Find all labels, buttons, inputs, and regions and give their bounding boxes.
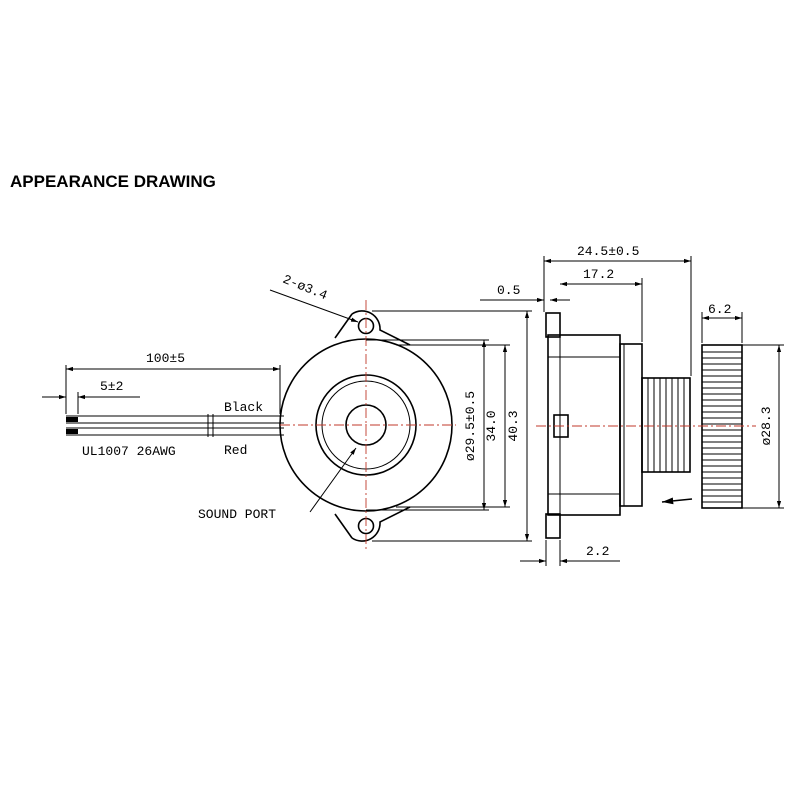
holes-label: 2-ø3.4 bbox=[281, 272, 330, 304]
dim-40-3-label: 40.3 bbox=[506, 410, 521, 441]
dim-dia-29-5-label: ø29.5±0.5 bbox=[463, 391, 478, 461]
side-dimensions: 24.5±0.5 17.2 0.5 6.2 ø28.3 2.2 bbox=[480, 244, 784, 566]
side-main-body bbox=[547, 334, 621, 516]
dim-6-2-label: 6.2 bbox=[708, 302, 731, 317]
dim-2-2-label: 2.2 bbox=[586, 544, 609, 559]
wire-end-black bbox=[66, 417, 78, 422]
wire-black-label: Black bbox=[224, 400, 263, 415]
sound-port-label: SOUND PORT bbox=[198, 507, 276, 522]
dim-34-0-label: 34.0 bbox=[484, 410, 499, 441]
lead-wires: Black Red UL1007 26AWG 100±5 5±2 bbox=[42, 351, 284, 459]
wire-red-label: Red bbox=[224, 443, 247, 458]
strip-length-label: 5±2 bbox=[100, 379, 123, 394]
dim-17-2-label: 17.2 bbox=[583, 267, 614, 282]
dim-0-5-label: 0.5 bbox=[497, 283, 520, 298]
side-knurled-nut bbox=[701, 344, 743, 509]
dim-24-5-label: 24.5±0.5 bbox=[577, 244, 639, 259]
drawing-title: APPEARANCE DRAWING bbox=[10, 172, 216, 191]
side-flange-tab-top bbox=[545, 312, 561, 338]
front-dimensions: 40.3 34.0 ø29.5±0.5 bbox=[366, 310, 532, 542]
side-view bbox=[536, 312, 756, 539]
lead-length-label: 100±5 bbox=[146, 351, 185, 366]
side-rim bbox=[619, 343, 643, 507]
mounting-flange bbox=[334, 310, 411, 542]
side-flange-tab-bottom bbox=[545, 513, 561, 539]
wire-spec-label: UL1007 26AWG bbox=[82, 444, 176, 459]
holes-leader bbox=[269, 289, 359, 323]
assembly-arrow-icon bbox=[661, 497, 693, 505]
dim-dia-28-3-label: ø28.3 bbox=[759, 406, 774, 445]
sound-port-leader bbox=[309, 447, 357, 513]
thread-lines bbox=[647, 378, 685, 472]
knurl-lines bbox=[702, 351, 742, 503]
wire-end-red bbox=[66, 429, 78, 434]
